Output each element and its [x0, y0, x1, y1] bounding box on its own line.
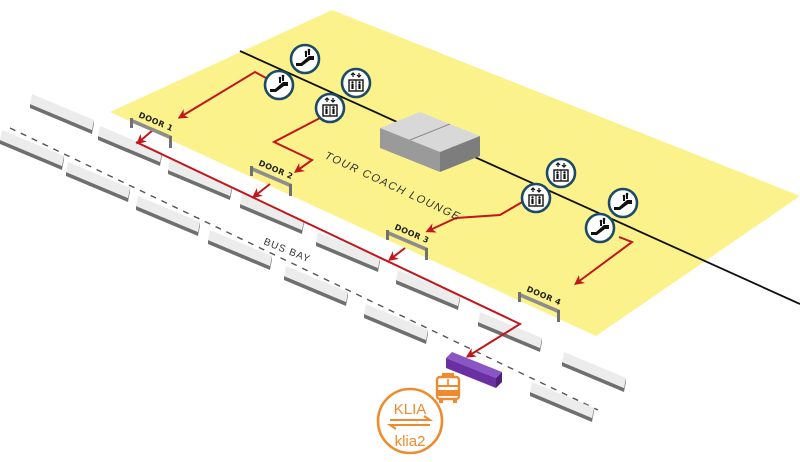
bus-bay-line — [9, 127, 599, 411]
route-to-bus — [465, 348, 479, 358]
lift-icon[interactable] — [520, 182, 552, 214]
lift-icon[interactable] — [340, 67, 372, 99]
parking-bay — [66, 162, 130, 202]
lounge-building — [380, 112, 480, 172]
parking-bay — [240, 194, 304, 234]
transfer-arrows-icon — [386, 415, 434, 430]
escalator-icon[interactable] — [289, 43, 321, 75]
lift-icon[interactable] — [314, 92, 346, 124]
parking-bay — [478, 312, 542, 352]
parking-bay — [208, 230, 272, 270]
parking-bay — [98, 126, 162, 166]
parking-bay — [30, 94, 94, 134]
shuttle-bus[interactable] — [446, 352, 502, 388]
parking-bay — [136, 196, 200, 236]
bus-icon — [435, 373, 461, 403]
route-to-door-1 — [177, 70, 267, 119]
walkway-route — [135, 141, 523, 351]
parking-bay — [530, 382, 594, 422]
route-door-2-out — [252, 183, 271, 199]
route-to-door-2 — [271, 117, 321, 173]
parking-bay — [364, 304, 428, 344]
route-door-1-out — [136, 129, 154, 145]
klia-transfer-logo: KLIA klia2 — [376, 373, 461, 455]
route-to-door-4 — [573, 236, 635, 285]
lounge-floor — [110, 10, 800, 336]
route-to-door-3 — [425, 200, 525, 233]
parking-bay — [168, 160, 232, 200]
escalator-icon[interactable] — [263, 69, 295, 101]
route-lines — [136, 70, 635, 358]
parking-bay — [562, 352, 626, 392]
route-door-3-out — [388, 247, 406, 262]
escalator-icon[interactable] — [584, 212, 616, 244]
escalator-icon[interactable] — [607, 187, 639, 219]
logo-top-text: KLIA — [394, 401, 427, 418]
logo-bottom-text: klia2 — [395, 433, 426, 450]
lift-icon[interactable] — [545, 157, 577, 189]
